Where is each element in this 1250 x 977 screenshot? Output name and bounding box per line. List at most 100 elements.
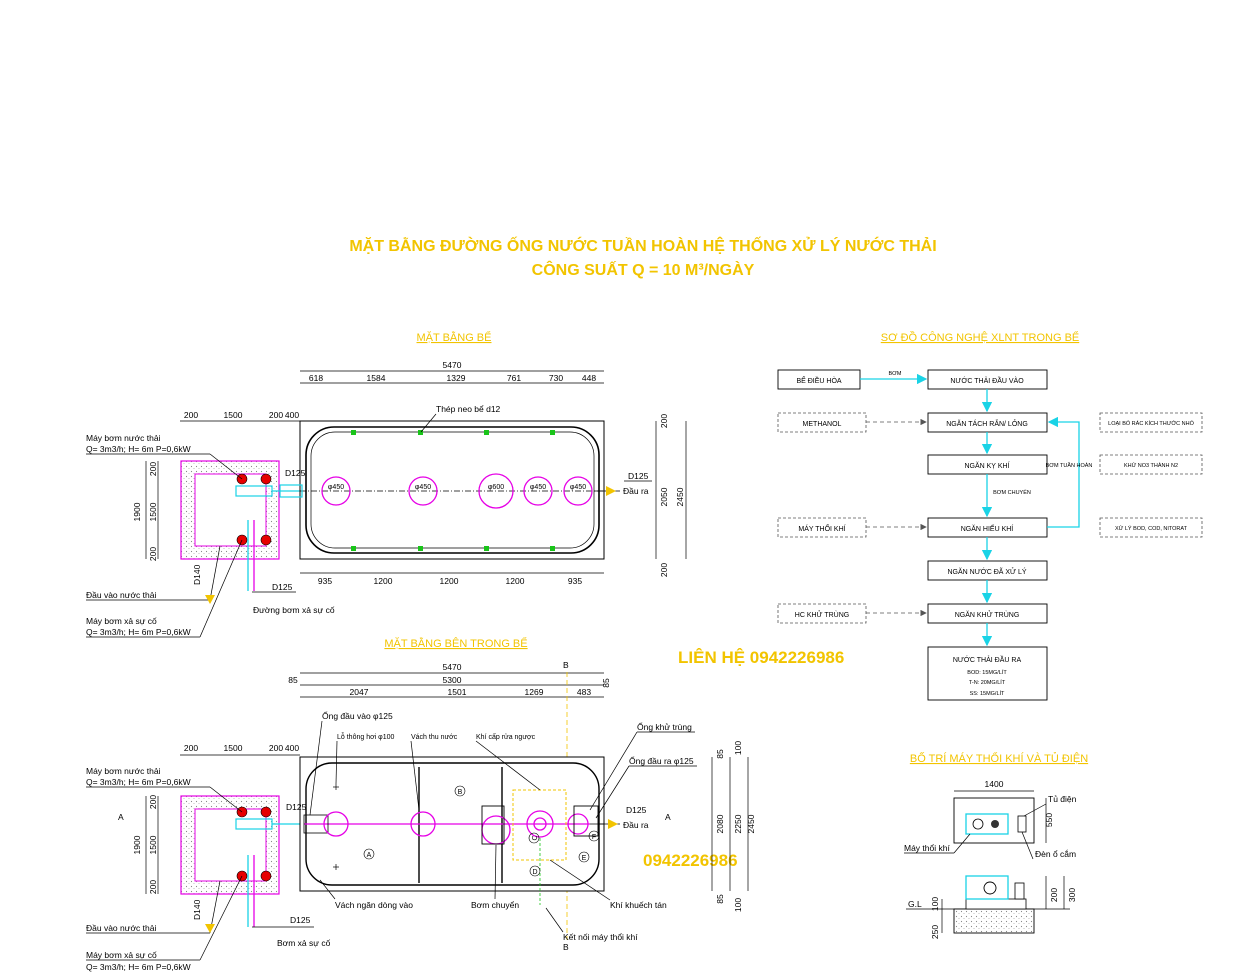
plan-inside-dim-seg-2: 1501 [448, 687, 467, 697]
plan-top-tank [299, 420, 605, 560]
blower-heading: BỐ TRÍ MÁY THỔI KHÍ VÀ TỦ ĐIỆN [910, 751, 1088, 765]
plan-inside-label-outlet-size: D125 [626, 805, 647, 815]
plan-top-opening-1: φ450 [328, 484, 344, 491]
plan-top-dim-total: 5470 [443, 360, 462, 370]
plan-inside-right-dim-top-2: 100 [733, 741, 743, 755]
plan-top-opening-2: φ450 [415, 484, 431, 491]
plan-inside-right-dim-top-1: 85 [715, 749, 725, 759]
plan-inside-label-disinfect-pipe: Ống khử trùng [637, 721, 692, 732]
plan-top-pump-spec: Q= 3m3/h; H= 6m P=0,6kW [86, 444, 191, 454]
plan-inside-pump-label: Máy bơm nước thải [86, 766, 161, 776]
process-step-6: NGĂN KHỬ TRÙNG [955, 610, 1020, 619]
plan-inside-section-mark-top: B [563, 660, 569, 670]
plan-inside-dim-seg-3: 1269 [525, 687, 544, 697]
plan-top-drain-pipe-size: D125 [272, 582, 293, 592]
process-equalization: BỂ ĐIỀU HÒA [796, 375, 841, 385]
blower-height-2: 200 [1049, 888, 1059, 902]
plan-inside-section-side-right: A [665, 812, 671, 822]
blower-width: 1400 [985, 779, 1004, 789]
process-note-2-box [1099, 454, 1203, 475]
plan-top-right-dim-1: 200 [659, 414, 669, 428]
plan-inside-dim-seg-1: 2047 [350, 687, 369, 697]
plan-inside-pump-dim-3: 200 [269, 743, 283, 753]
plan-inside-label-outlet: Đầu ra [623, 820, 649, 830]
process-pump-label: BƠM [889, 371, 902, 377]
plan-inside-inlet-pipe-size: D140 [192, 899, 202, 920]
process-input-methanol: METHANOL [803, 421, 842, 428]
plan-top-opening-3: φ600 [488, 484, 504, 491]
plan-inside-dim-wall-right: 85 [601, 678, 611, 688]
plan-inside-label-outlet-pipe: Ống đầu ra φ125 [629, 755, 694, 766]
plan-inside: MẶT BẰNG BÊN TRONG BỂ 5470 5300 85 85 20… [86, 637, 756, 972]
process-step-2: NGĂN TÁCH RẮN/ LỎNG [946, 419, 1028, 428]
plan-top-inlet-pipe-size-label: D140 [192, 564, 202, 585]
process-diagram: SƠ ĐỒ CÔNG NGHỆ XLNT TRONG BỂ BỂ ĐIỀU HÒ… [777, 331, 1203, 701]
plan-inside-chamber-b: B [458, 789, 463, 796]
plan-top-dim-seg-3: 1329 [447, 373, 466, 383]
blower-ground-label: G.L [908, 899, 922, 909]
plan-top-bottom-dim-4: 1200 [506, 576, 525, 586]
plan-inside-pump-dim-4: 400 [285, 743, 299, 753]
process-outlet-spec-2: T-N: 20MG/LÍT [969, 679, 1006, 686]
plan-inside-label-inlet-pipe: Ống đầu vào φ125 [322, 710, 393, 721]
process-input-methanol-box [777, 412, 867, 433]
plan-inside-dim-inner: 5300 [443, 675, 462, 685]
plan-inside-pump-dim-2: 1500 [224, 743, 243, 753]
plan-top-outlet-pipe-size: D125 [628, 471, 649, 481]
plan-inside-drain-label: Bơm xả sự cố [277, 938, 331, 948]
plan-inside-label-diffuser: Khí khuếch tán [610, 900, 667, 910]
plan-top-dim-seg-4: 761 [507, 373, 521, 383]
process-input-blower-box [777, 517, 867, 538]
plan-inside-label-transfer-pump: Bơm chuyển [471, 900, 519, 910]
plan-inside-pump-dim-1: 200 [184, 743, 198, 753]
plan-top-right-dim-2: 2050 [659, 487, 669, 506]
plan-top-sludge-pump-spec: Q= 3m3/h; H= 6m P=0,6kW [86, 627, 191, 637]
contact-phone: 0942226986 [643, 851, 738, 870]
plan-top-pump-dim-3: 200 [269, 410, 283, 420]
plan-top-bottom-dim-3: 1200 [440, 576, 459, 586]
plan-top-drain-label: Đường bơm xả sự cố [253, 605, 335, 615]
plan-top-right-dim-3: 200 [659, 563, 669, 577]
plan-top-bottom-dim-5: 935 [568, 576, 582, 586]
blower-panel-label: Tủ điện [1048, 794, 1077, 804]
plan-inside-outlet-arrow-icon [608, 819, 618, 829]
plan-top-pump-2-icon [260, 473, 272, 485]
plan-top-anchor-label: Thép neo bể d12 [436, 404, 501, 414]
plan-inside-label-baffle-collect: Vách thu nước [411, 734, 458, 741]
blower-height-3: 300 [1067, 888, 1077, 902]
plan-top-bottom-dim-2: 1200 [374, 576, 393, 586]
plan-top-left-dim-total: 1900 [132, 502, 142, 521]
plan-inside-section-mark-bottom: B [563, 942, 569, 952]
process-heading: SƠ ĐỒ CÔNG NGHỆ XLNT TRONG BỂ [881, 331, 1080, 344]
plan-inside-label-inlet-size: D125 [286, 802, 307, 812]
blower-layout: BỐ TRÍ MÁY THỔI KHÍ VÀ TỦ ĐIỆN 1400 Tủ đ… [904, 751, 1088, 939]
plan-top-opening-5: φ450 [570, 484, 586, 491]
plan-inside-right-dim-mid-1: 2080 [715, 814, 725, 833]
process-recycle-label: BƠM TUẦN HOÀN [1046, 462, 1093, 469]
process-input-blower: MÁY THỔI KHÍ [798, 524, 845, 533]
process-step-7-box [927, 646, 1048, 701]
plan-inside-chamber-e: E [582, 855, 587, 862]
plan-inside-chamber-c: C [532, 835, 539, 840]
process-note-3: XỬ LÝ BOD, COD, NITORAT [1115, 525, 1188, 532]
process-note-1-box [1099, 412, 1203, 433]
blower-height-1: 100 [930, 897, 940, 911]
plan-top-opening-4: φ450 [530, 484, 546, 491]
plan-top-inlet-label: Đầu vào nước thải [86, 590, 156, 600]
process-step-3: NGĂN KỴ KHÍ [964, 461, 1009, 470]
process-transfer-label: BƠM CHUYỂN [993, 489, 1031, 496]
plan-inside-inlet-label: Đầu vào nước thải [86, 923, 156, 933]
blower-depth: 550 [1044, 813, 1054, 827]
plan-top-pump-dim-2: 1500 [224, 410, 243, 420]
process-outlet-spec-1: BOD: 15MG/LÍT [967, 669, 1007, 676]
process-step-7: NƯỚC THẢI ĐẦU RA [953, 654, 1022, 664]
plan-top-sludge-pump-label: Máy bơm xả sự cố [86, 616, 157, 626]
blower-height-4: 250 [930, 925, 940, 939]
plan-top: MẶT BẰNG BỂ 5470 618 1584 1329 761 730 4… [86, 331, 687, 638]
blower-machine-label: Máy thổi khí [904, 843, 950, 853]
plan-inside-pump-spec: Q= 3m3/h; H= 6m P=0,6kW [86, 777, 191, 787]
plan-top-dim-seg-5: 730 [549, 373, 563, 383]
plan-inside-right-dim-bottom-2: 100 [733, 898, 743, 912]
process-input-chlorine-box [777, 603, 867, 624]
